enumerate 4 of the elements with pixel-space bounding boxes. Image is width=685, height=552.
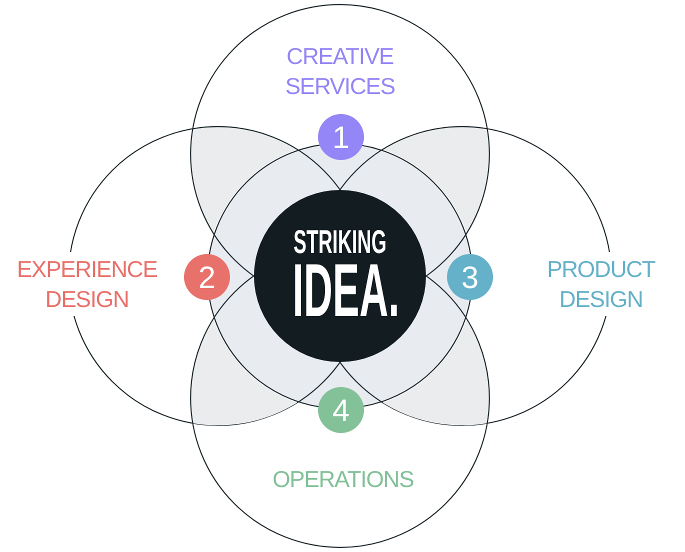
number-circle: 4 xyxy=(318,387,364,433)
number-circle: 1 xyxy=(318,114,364,160)
number-circle: 2 xyxy=(184,254,230,300)
number-circle: 3 xyxy=(447,254,493,300)
